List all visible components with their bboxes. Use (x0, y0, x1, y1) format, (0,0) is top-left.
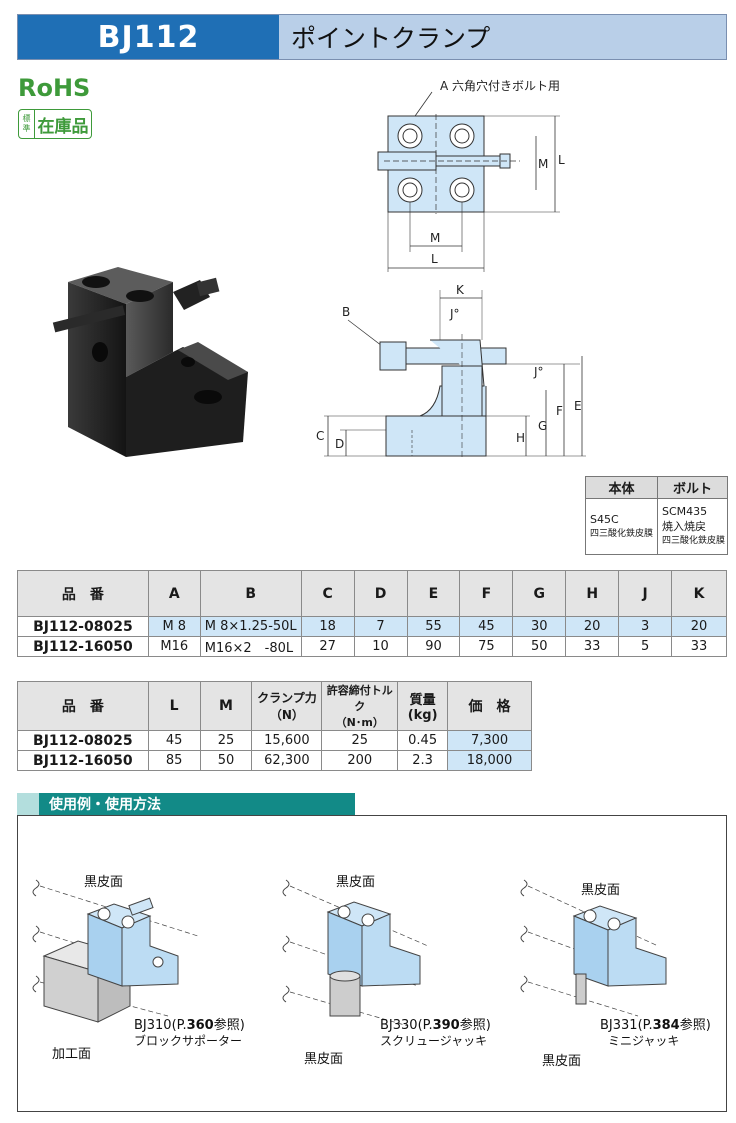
svg-text:F: F (556, 404, 563, 418)
material-table: 本体 ボルト S45C 四三酸化鉄皮膜 SCM435 焼入焼戻 四三酸化鉄皮膜 (585, 476, 728, 555)
black-surface-label: 黒皮面 (542, 1054, 582, 1069)
usage-illustrations (32, 879, 667, 1027)
col-header: L (147, 681, 201, 731)
usage-example-2 (282, 879, 429, 1027)
product-code: BJ112 (18, 15, 279, 59)
svg-text:H: H (516, 431, 525, 445)
product-photo (52, 267, 248, 457)
side-view-drawing: K J° B J° E F G H C D (316, 283, 586, 460)
reference-label: BJ310(P.360参照) (134, 1018, 245, 1033)
table-row: BJ112-16050 85 50 62,300 200 2.3 18,000 (17, 750, 532, 771)
col-header: クランプ力 （N） (251, 681, 323, 731)
surface-label: 黒皮面 (581, 883, 621, 898)
svg-text:J°: J° (533, 365, 544, 379)
col-header: 許容締付トルク （N･m） (321, 681, 399, 731)
svg-text:L: L (431, 252, 438, 266)
col-header: B (199, 570, 302, 617)
svg-text:K: K (456, 283, 465, 297)
col-header: 品 番 (17, 681, 149, 731)
svg-text:J°: J° (449, 307, 460, 321)
usage-box: 黒皮面 BJ310(P.360参照) ブロックサポーター 加工面 黒皮面 BJ3… (17, 815, 727, 1112)
svg-text:M: M (538, 157, 548, 171)
table-row: BJ112-16050 M16 M16×2 -80L 27 10 90 75 5… (17, 636, 727, 657)
stock-badge-label: 在庫品 (37, 116, 89, 137)
black-surface-label: 黒皮面 (304, 1052, 344, 1067)
svg-text:L: L (558, 153, 565, 167)
usage-section-header: 使用例・使用方法 (17, 793, 355, 815)
product-name: ポイントクランプ (279, 15, 726, 59)
usage-example-1 (32, 879, 199, 1023)
col-header: M (199, 681, 253, 731)
col-header: J (618, 570, 673, 617)
col-header: 価 格 (447, 681, 532, 731)
surface-label: 黒皮面 (336, 875, 376, 890)
section-chip-icon (17, 793, 39, 815)
col-header: E (406, 570, 461, 617)
col-header: C (300, 570, 355, 617)
bolt-note: A 六角穴付きボルト用 (440, 78, 560, 93)
col-header: 品 番 (17, 570, 149, 617)
col-header: F (459, 570, 514, 617)
material-header-bolt: ボルト (657, 476, 728, 499)
svg-text:E: E (574, 399, 582, 413)
stock-badge: 標 準 在庫品 (18, 109, 92, 139)
product-desc-label: ミニジャッキ (608, 1034, 680, 1048)
col-header: K (671, 570, 727, 617)
spec-table-2: 品 番 L M クランプ力 （N） 許容締付トルク （N･m） 質量 (kg) … (17, 681, 532, 771)
rohs-badge: RoHS (18, 74, 91, 102)
product-desc-label: ブロックサポーター (134, 1034, 243, 1048)
svg-text:M: M (430, 231, 440, 245)
col-header: H (565, 570, 620, 617)
svg-text:C: C (316, 429, 324, 443)
table-row: BJ112-08025 45 25 15,600 25 0.45 7,300 (17, 730, 532, 751)
usage-example-3 (520, 879, 667, 1017)
col-header: G (512, 570, 567, 617)
svg-text:B: B (342, 305, 350, 319)
col-header: D (353, 570, 408, 617)
material-header-body: 本体 (585, 476, 658, 499)
col-header: 質量 (kg) (397, 681, 449, 731)
stock-badge-small: 標 準 (19, 110, 35, 138)
machined-surface-label: 加工面 (52, 1047, 92, 1062)
reference-label: BJ331(P.384参照) (600, 1018, 711, 1033)
spec-table-1: 品 番 A B C D E F G H J K BJ112-08025 M 8 … (17, 570, 727, 657)
material-body: S45C 四三酸化鉄皮膜 (585, 498, 658, 555)
table-row: BJ112-08025 M 8 M 8×1.25-50L 18 7 55 45 … (17, 616, 727, 637)
col-header: A (147, 570, 201, 617)
title-bar: BJ112 ポイントクランプ (17, 14, 727, 60)
reference-label: BJ330(P.390参照) (380, 1018, 491, 1033)
material-bolt: SCM435 焼入焼戻 四三酸化鉄皮膜 (657, 498, 728, 555)
product-desc-label: スクリュージャッキ (380, 1034, 488, 1048)
surface-label: 黒皮面 (84, 875, 124, 890)
top-view-drawing: A 六角穴付きボルト用 M L M L (377, 78, 565, 272)
svg-text:D: D (335, 437, 344, 451)
svg-text:G: G (538, 419, 547, 433)
